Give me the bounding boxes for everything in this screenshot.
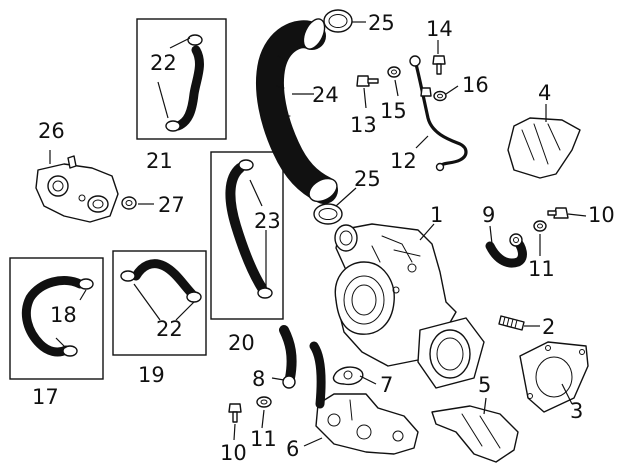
callout-5: 5 [478, 373, 491, 397]
callout-8: 8 [252, 367, 265, 391]
hose-kit-21 [165, 34, 204, 132]
callout-16: 16 [462, 73, 489, 97]
gasket-upper [323, 9, 353, 33]
callout-20: 20 [228, 331, 255, 355]
hose-kit-20 [225, 159, 273, 299]
callout-17: 17 [32, 385, 59, 409]
callout-27: 27 [158, 193, 185, 217]
callout-7: 7 [380, 373, 393, 397]
lower-heat-shield [431, 405, 519, 463]
callout-21: 21 [146, 149, 173, 173]
oil-feed-line [409, 55, 468, 172]
washer-16 [433, 90, 447, 102]
gasket-lower [313, 203, 343, 225]
callout-4: 4 [538, 81, 551, 105]
oil-pipe-gasket [332, 366, 364, 386]
kit-box-17 [9, 257, 104, 380]
upper-heat-shield [507, 117, 581, 179]
callout-9: 9 [482, 203, 495, 227]
coolant-pipe [485, 233, 527, 268]
washer-15 [387, 66, 401, 78]
kit-box-21 [136, 18, 227, 140]
kit-box-20 [210, 151, 284, 320]
callout-26: 26 [38, 119, 65, 143]
bolt-14 [432, 55, 446, 75]
coolant-housing [35, 155, 119, 223]
heat-shield-gasket [519, 341, 589, 413]
hose-kit-19 [120, 259, 202, 303]
callout-labels: 25 24 25 1 2 3 4 5 6 7 8 9 10 10 11 11 1… [32, 11, 615, 465]
callout-24: 24 [312, 83, 339, 107]
oil-feed-hose [279, 325, 297, 389]
callout-1: 1 [430, 203, 443, 227]
callout-19: 19 [138, 363, 165, 387]
washer-27 [121, 196, 137, 210]
callout-14: 14 [426, 17, 453, 41]
callout-10-lower: 10 [220, 441, 247, 465]
callout-25-lower: 25 [354, 167, 381, 191]
stud [498, 315, 525, 331]
callout-2: 2 [542, 315, 555, 339]
callout-11-lower: 11 [250, 427, 277, 451]
kit-box-19 [112, 250, 207, 356]
intake-pipe [256, 18, 338, 204]
turbocharger [334, 223, 485, 389]
hose-kit-17 [21, 276, 94, 357]
callout-25-upper: 25 [368, 11, 395, 35]
callout-11-right: 11 [528, 257, 555, 281]
callout-23: 23 [254, 209, 281, 233]
callout-15: 15 [380, 99, 407, 123]
oil-return-housing [315, 393, 419, 455]
washer-right [533, 220, 547, 232]
callout-22-kit19: 22 [156, 317, 183, 341]
bolt-lower [228, 403, 242, 423]
callout-12: 12 [390, 149, 417, 173]
callout-3: 3 [570, 399, 583, 423]
bolt-right [547, 207, 569, 219]
callout-22-kit21: 22 [150, 51, 177, 75]
washer-lower [256, 396, 272, 408]
oil-return-pipe [309, 341, 326, 409]
callout-10-right: 10 [588, 203, 615, 227]
leader-lines [49, 21, 587, 447]
callout-6: 6 [286, 437, 299, 461]
callout-18: 18 [50, 303, 77, 327]
callout-13: 13 [350, 113, 377, 137]
bolt-13 [356, 75, 379, 87]
